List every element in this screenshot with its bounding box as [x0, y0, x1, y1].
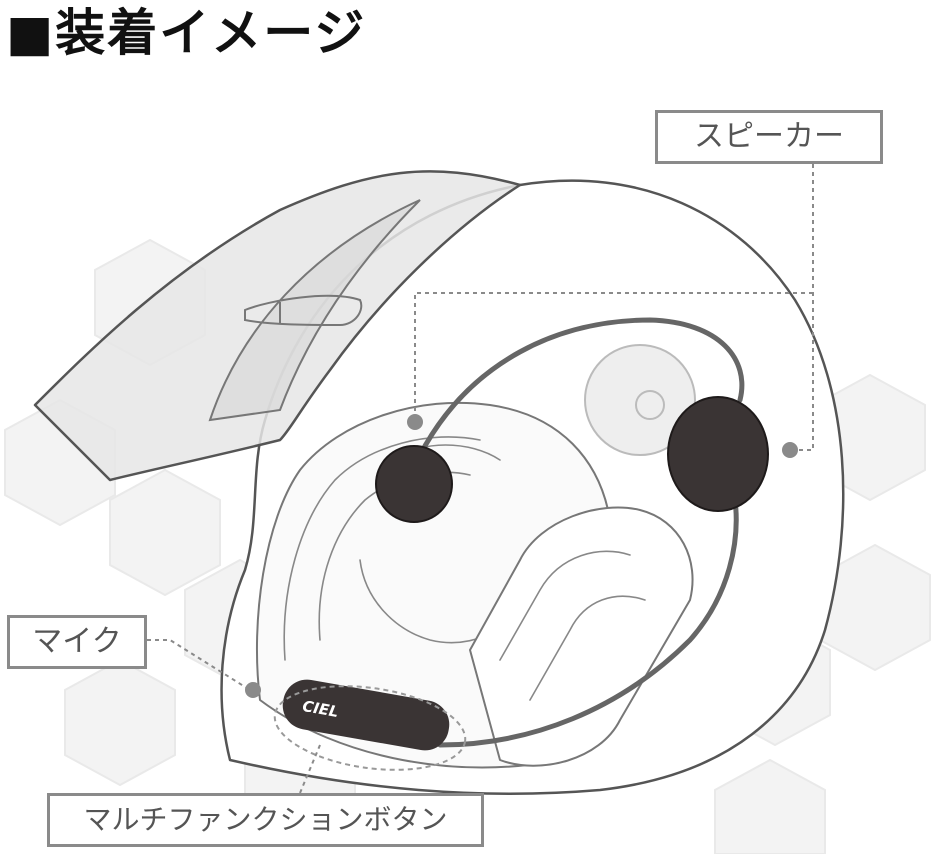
speaker-left-icon: [375, 445, 453, 523]
speaker-label: スピーカー: [655, 110, 883, 164]
speaker-right-icon: [667, 396, 769, 512]
control-button-icon: CIEL: [282, 679, 450, 751]
multifunction-button-label: マルチファンクションボタン: [47, 793, 484, 847]
mic-dot: [245, 682, 261, 698]
speaker-cable: [417, 317, 745, 458]
speaker-dot-right: [782, 442, 798, 458]
page-title: ■装着イメージ: [6, 4, 367, 62]
mic-label: マイク: [7, 615, 147, 669]
mic-cable: [437, 497, 739, 748]
speaker-dot-left: [407, 414, 423, 430]
speaker-leader-line-2: [414, 292, 813, 420]
button-leader-line: [299, 744, 321, 794]
